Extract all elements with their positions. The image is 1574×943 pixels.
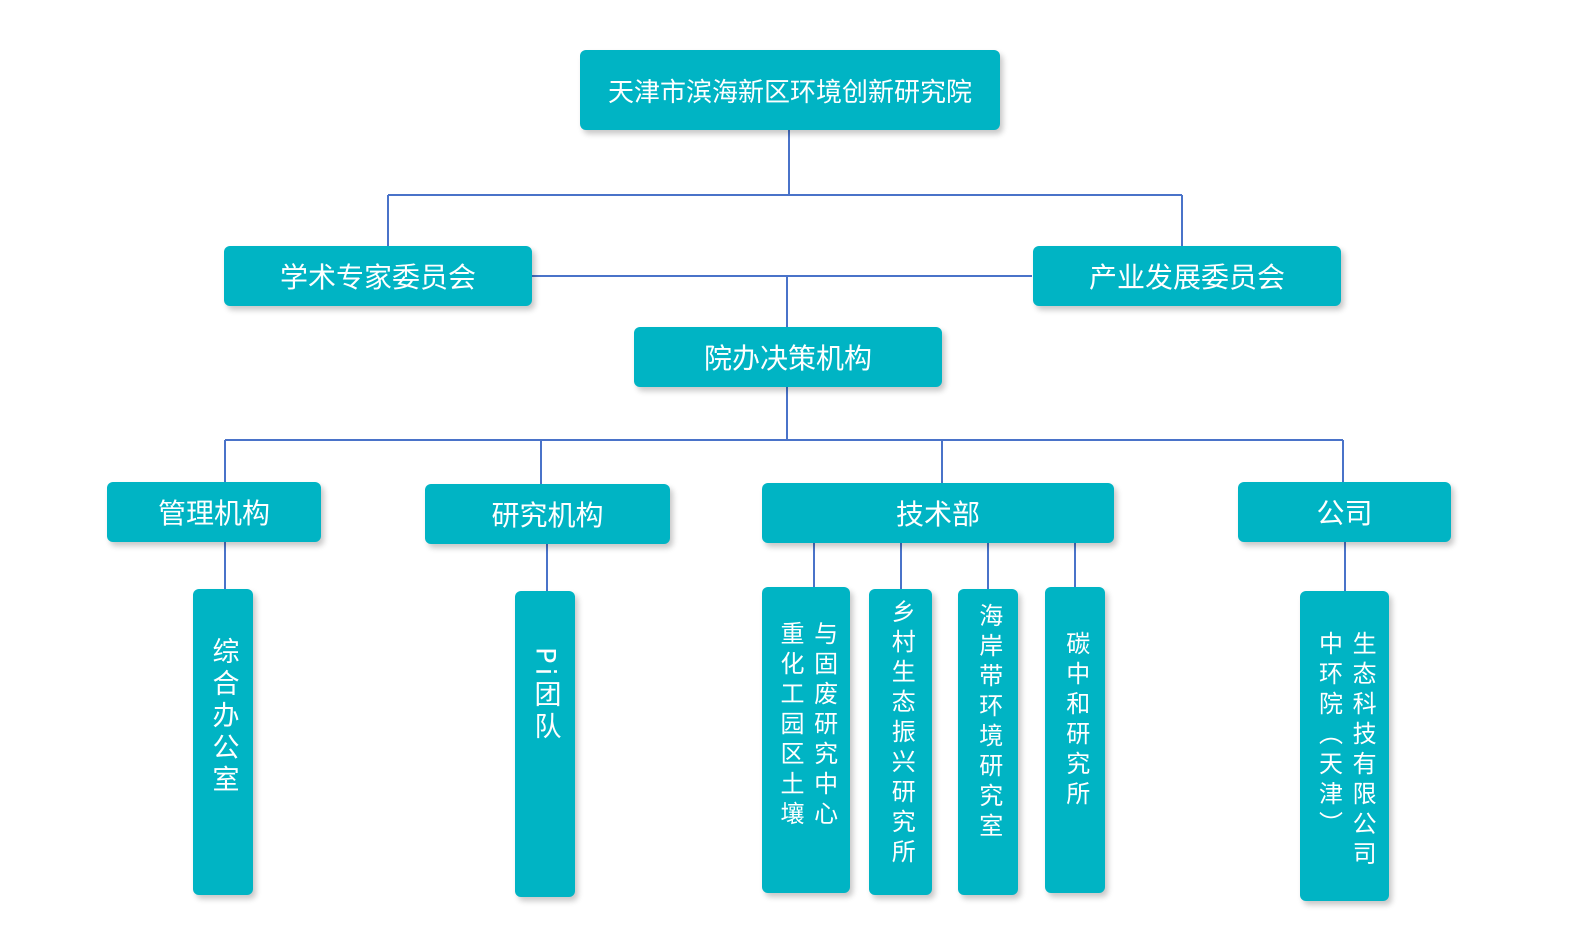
rural-institute-label: 乡村生态振兴研究所	[887, 599, 916, 869]
carbon-institute-node: 碳中和研究所	[1045, 587, 1105, 893]
rural-institute-node: 乡村生态振兴研究所	[869, 589, 932, 895]
soil-center-node: 与固废研究中心 重化工园区土壤	[762, 587, 850, 893]
academic-committee-node: 学术专家委员会	[224, 246, 532, 306]
management-label: 管理机构	[157, 497, 270, 530]
soil-center-col2: 重化工园区土壤	[776, 621, 804, 831]
general-office-label: 综合办公室	[207, 637, 239, 797]
management-node: 管理机构	[107, 482, 321, 542]
soil-center-col1: 与固废研究中心	[809, 621, 838, 831]
soil-center-columns: 与固废研究中心 重化工园区土壤	[775, 621, 838, 831]
industry-committee-node: 产业发展委员会	[1033, 246, 1341, 306]
research-label: 研究机构	[491, 499, 604, 532]
research-node: 研究机构	[425, 484, 670, 544]
tech-node: 技术部	[762, 483, 1114, 543]
tech-label: 技术部	[895, 498, 980, 531]
company-label: 公司	[1316, 497, 1373, 530]
decision-label: 院办决策机构	[703, 342, 872, 375]
academic-committee-label: 学术专家委员会	[279, 261, 476, 294]
coastal-lab-node: 海岸带环境研究室	[958, 589, 1018, 895]
company-node: 公司	[1238, 482, 1451, 542]
decision-node: 院办决策机构	[634, 327, 942, 387]
company-unit-col1: 生态科技有限公司	[1348, 631, 1377, 871]
root-label: 天津市滨海新区环境创新研究院	[607, 77, 972, 108]
company-unit-columns: 生态科技有限公司 中环院（天津）	[1314, 631, 1377, 871]
root-node: 天津市滨海新区环境创新研究院	[580, 50, 1000, 130]
pi-team-label: Pi团队	[529, 647, 561, 745]
carbon-institute-label: 碳中和研究所	[1061, 631, 1090, 811]
company-unit-node: 生态科技有限公司 中环院（天津）	[1300, 591, 1389, 901]
industry-committee-label: 产业发展委员会	[1088, 261, 1285, 294]
company-unit-col2: 中环院（天津）	[1314, 631, 1343, 841]
general-office-node: 综合办公室	[193, 589, 253, 895]
coastal-lab-label: 海岸带环境研究室	[974, 603, 1003, 843]
pi-team-node: Pi团队	[515, 591, 575, 897]
